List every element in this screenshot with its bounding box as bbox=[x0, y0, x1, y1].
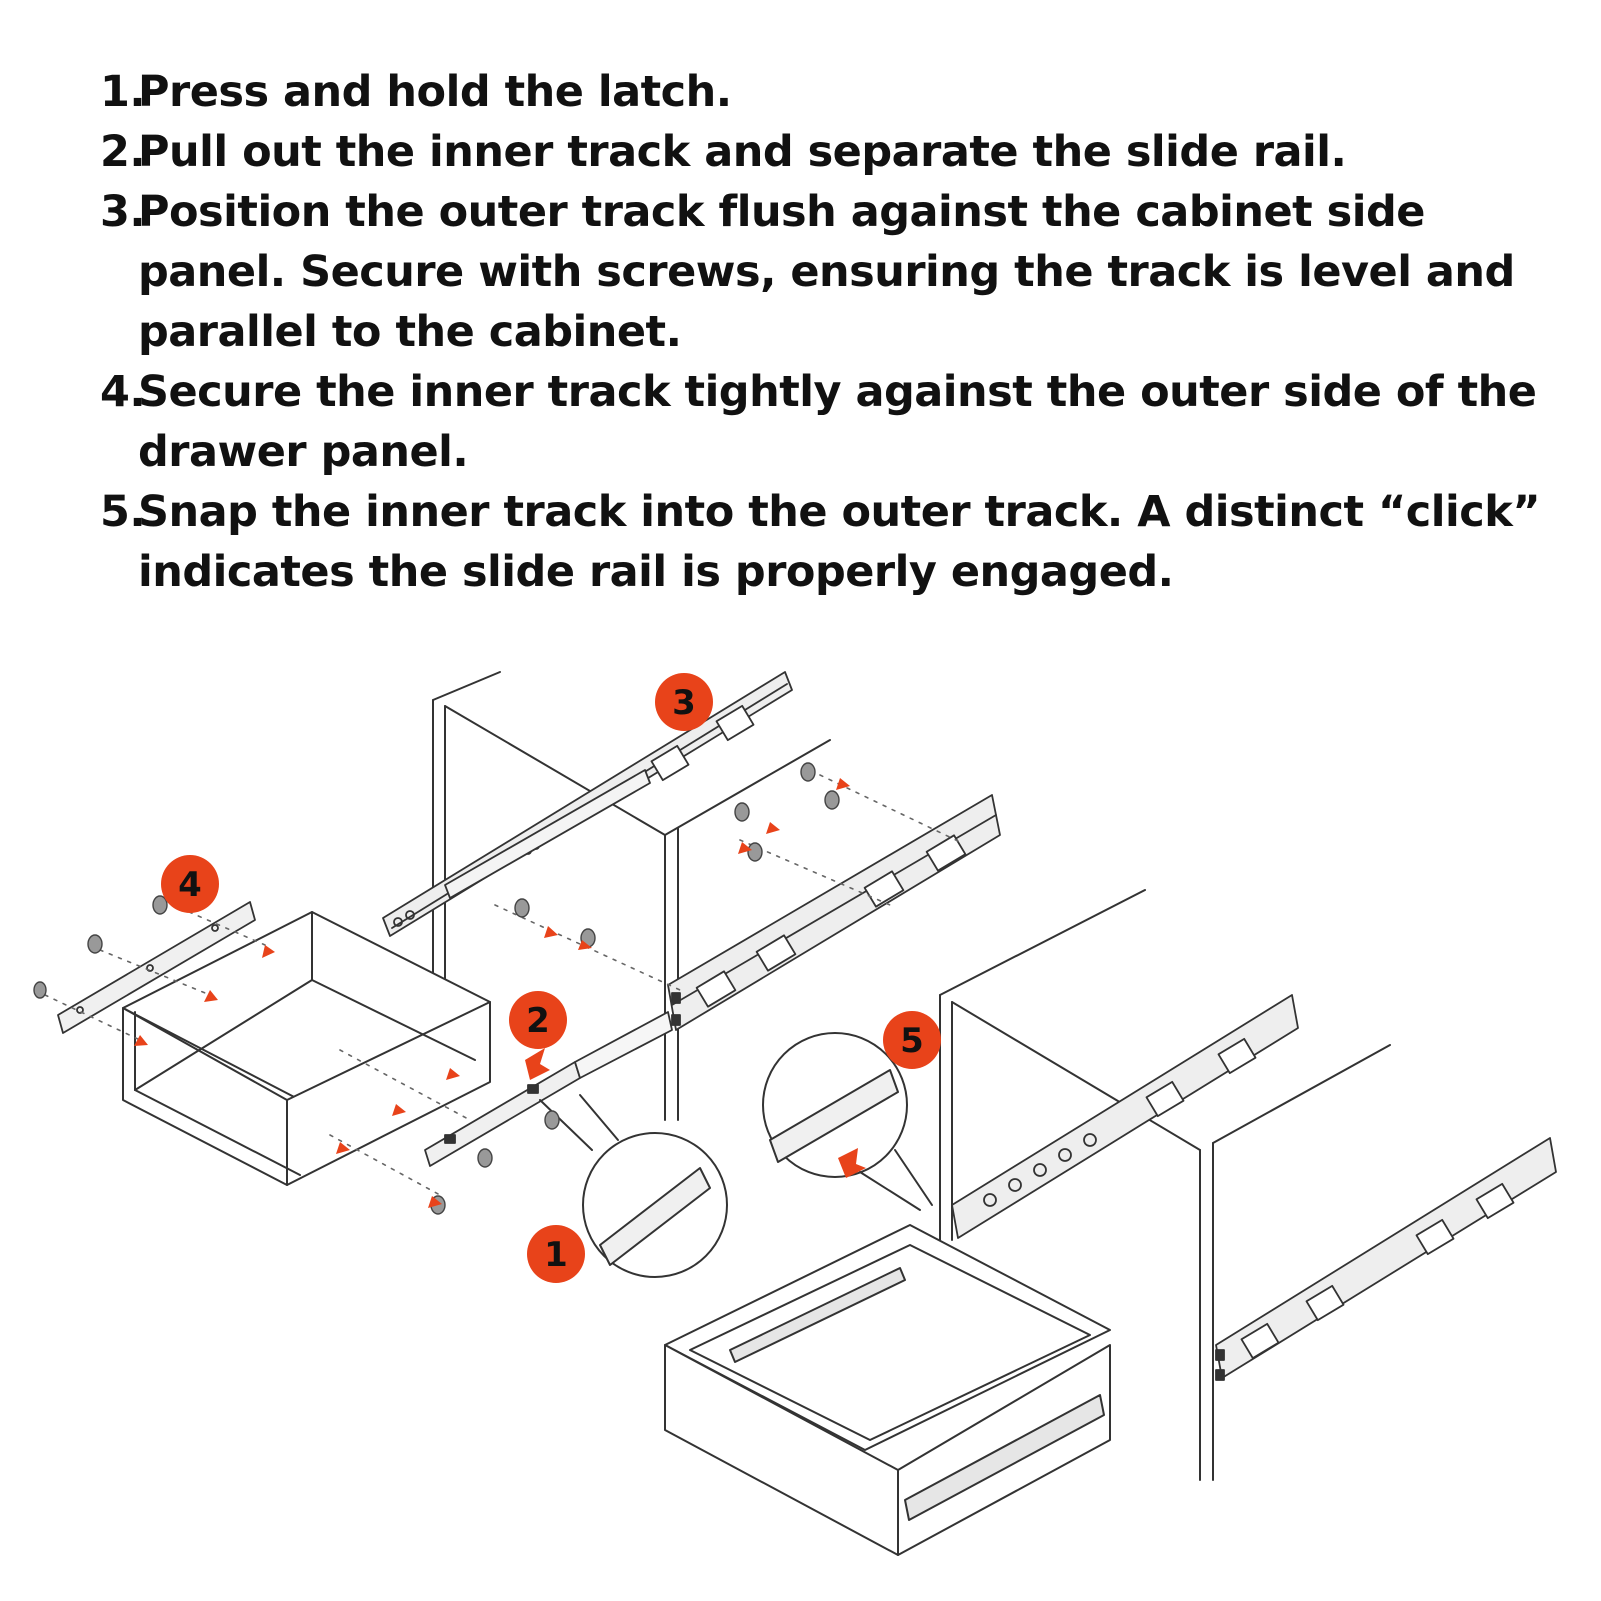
badge-circle bbox=[161, 855, 219, 913]
badge-label: 2 bbox=[526, 1001, 550, 1041]
step-4: 4. Secure the inner track tightly agains… bbox=[100, 362, 1560, 482]
drawer-left bbox=[122, 911, 491, 1186]
upper-cabinet bbox=[432, 671, 831, 1121]
badge-circle bbox=[509, 991, 567, 1049]
outer-track-lower bbox=[951, 994, 1299, 1239]
zoom-detail-click bbox=[762, 1032, 933, 1211]
zoom-detail-latch bbox=[539, 1094, 728, 1278]
inner-track-pulled bbox=[424, 1011, 673, 1167]
step-text: Pull out the inner track and separate th… bbox=[138, 127, 1347, 177]
badge-1: 1 bbox=[527, 1225, 585, 1283]
badge-4: 4 bbox=[161, 855, 219, 913]
badge-label: 1 bbox=[544, 1235, 568, 1275]
inner-track-upper bbox=[444, 769, 651, 899]
badge-label: 3 bbox=[672, 683, 696, 723]
badge-label: 4 bbox=[178, 865, 202, 905]
badge-3: 3 bbox=[655, 673, 713, 731]
drawer-right bbox=[664, 1224, 1111, 1556]
orange-markers bbox=[134, 778, 866, 1208]
step-5: 5. Snap the inner track into the outer t… bbox=[100, 482, 1560, 602]
step-text: Snap the inner track into the outer trac… bbox=[138, 487, 1541, 597]
step-1: 1. Press and hold the latch. bbox=[100, 62, 1560, 122]
step-3: 3. Position the outer track flush agains… bbox=[100, 182, 1560, 362]
lower-cabinet bbox=[939, 889, 1391, 1481]
badge-5: 5 bbox=[883, 1011, 941, 1069]
screws bbox=[33, 762, 840, 1215]
badge-label: 5 bbox=[900, 1021, 924, 1061]
instruction-list: 1. Press and hold the latch. 2. Pull out… bbox=[100, 62, 1560, 602]
badge-circle bbox=[527, 1225, 585, 1283]
step-text: Secure the inner track tightly against t… bbox=[138, 367, 1537, 477]
step-text: Press and hold the latch. bbox=[138, 67, 732, 117]
badge-2: 2 bbox=[509, 991, 567, 1049]
inner-track-drawer bbox=[57, 901, 256, 1034]
badge-circle bbox=[655, 673, 713, 731]
outer-track-middle bbox=[667, 794, 1001, 1031]
step-text: Position the outer track flush against t… bbox=[138, 187, 1515, 357]
outer-track-right bbox=[1215, 1137, 1557, 1381]
badge-circle bbox=[883, 1011, 941, 1069]
step-2: 2. Pull out the inner track and separate… bbox=[100, 122, 1560, 182]
